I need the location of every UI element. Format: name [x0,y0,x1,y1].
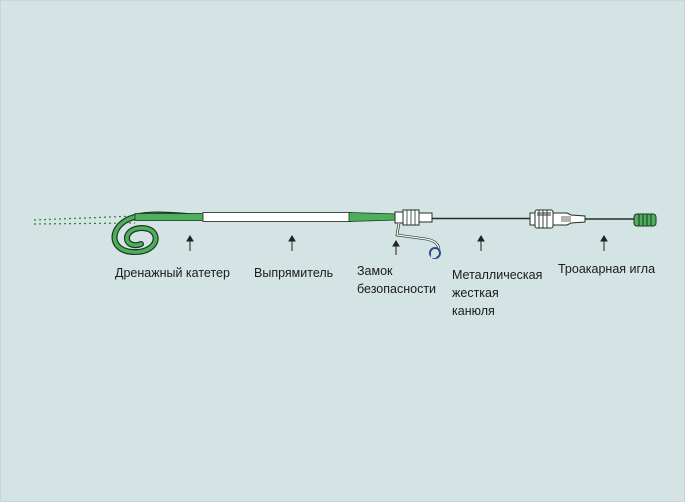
label-metal-cannula-line3: канюля [452,304,495,318]
dotted-catheter-tip [33,215,136,225]
catheter-hub [394,209,433,226]
label-straightener: Выпрямитель [254,266,334,280]
arrow-up-icon [392,240,400,255]
arrow-up-icon [186,235,194,251]
straightener-sleeve [202,212,352,222]
label-trocar-needle: Троакарная игла [558,262,656,276]
label-metal-cannula-line1: Металлическая [452,268,543,282]
catheter-body [134,213,206,221]
label-safety-lock: Замок безопасности [357,262,436,298]
label-safety-lock-line1: Замок [357,264,393,278]
label-safety-lock-line2: безопасности [357,282,437,296]
arrow-up-icon [600,235,608,251]
label-drainage-catheter: Дренажный катетер [115,266,230,280]
arrow-up-icon [288,235,296,251]
trocar-hub [529,209,586,229]
catheter-taper [348,212,398,222]
label-arrows [186,235,608,255]
safety-lock-icon [395,222,441,259]
needle-tip-icon [633,213,657,227]
label-metal-cannula: Металлическая жесткая канюля [452,266,542,320]
label-metal-cannula-line2: жесткая [452,286,499,300]
arrow-up-icon [477,235,485,251]
